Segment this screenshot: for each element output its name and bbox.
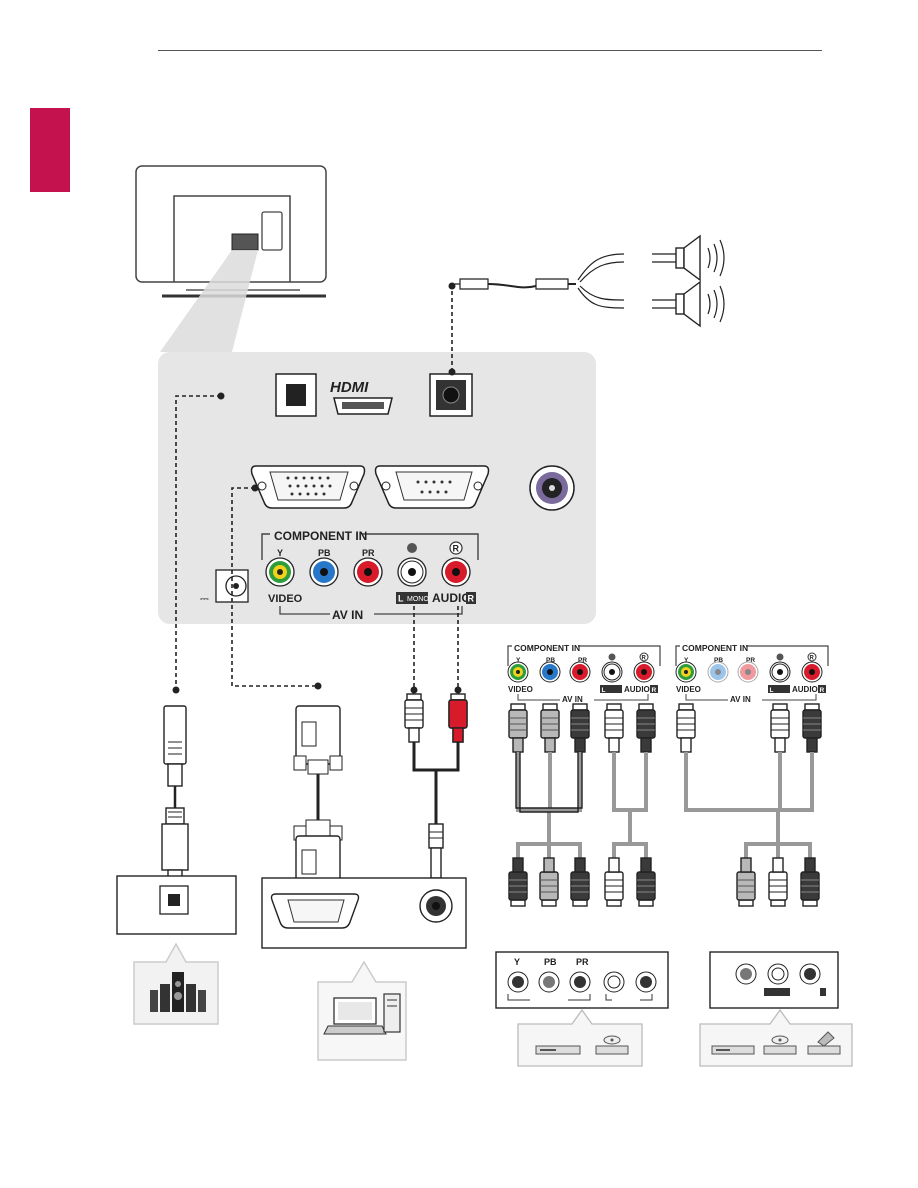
- language-tab-marker: [30, 108, 70, 192]
- dvd-jacks-1: [507, 971, 657, 1001]
- jack-pr: [353, 557, 383, 587]
- rs232-port: [374, 465, 490, 509]
- dvd-jacks-2: [735, 963, 826, 996]
- mini-r-badge: R: [642, 656, 647, 662]
- tv-input-panel: HDMI: [158, 352, 596, 624]
- dvd-y-label: Y: [514, 957, 520, 967]
- jack-audio-r: [441, 557, 471, 587]
- mono-label: MONO: [407, 596, 429, 603]
- antenna-port: [529, 465, 575, 511]
- mini2-y-label: Y: [684, 657, 689, 664]
- component-pb-label: PB: [318, 548, 331, 558]
- mini-pb-label: PB: [546, 657, 555, 664]
- pc-callout: [317, 960, 407, 1061]
- rgb-in-port: [250, 465, 366, 509]
- dvd-callout-2: [699, 1008, 853, 1067]
- mini2-pr-label: PR: [746, 657, 755, 664]
- dvd-callout-1: [517, 1008, 643, 1067]
- dvd-player-icon: [535, 1035, 629, 1055]
- dvd-pr-label: PR: [576, 957, 589, 967]
- speaker-icon: [652, 234, 725, 282]
- video-label: VIDEO: [268, 593, 303, 605]
- mini2-pb-label: PB: [714, 657, 723, 664]
- mini-y-label: Y: [516, 657, 521, 664]
- pc-rgb-port: [270, 893, 360, 929]
- component-pr-label: PR: [362, 548, 375, 558]
- header-rule: [158, 50, 822, 51]
- component-in-label: COMPONENT IN: [274, 529, 367, 543]
- av-in-label: AV IN: [332, 608, 363, 622]
- vcr-icon: [711, 1031, 841, 1055]
- jack-audio-l: [397, 557, 427, 587]
- component-cables: [508, 703, 656, 907]
- r-badge-top: R: [453, 544, 460, 554]
- dc-symbol: ⎓: [200, 593, 209, 605]
- component-y-label: Y: [277, 548, 283, 558]
- home-theater-callout: [133, 942, 219, 1025]
- connection-lines: [175, 286, 459, 690]
- pc-audio-port: [419, 889, 453, 923]
- jack-pb: [309, 557, 339, 587]
- audio-mini-cable: [404, 693, 468, 879]
- mini-l-badge: L: [602, 687, 606, 694]
- optical-cable: [161, 705, 189, 889]
- audio-l-dot-icon: [407, 543, 417, 553]
- mini-panel-component: COMPONENT IN Y PB PR R VIDEO AV IN L AUD…: [507, 643, 661, 704]
- l-badge: L: [398, 594, 404, 604]
- mini-video-label: VIDEO: [508, 685, 533, 694]
- mini-panel-av: COMPONENT IN Y PB PR R VIDEO AV IN L AUD…: [675, 643, 829, 704]
- mini-component-in-label: COMPONENT IN: [514, 643, 580, 653]
- hdmi-logo: HDMI: [330, 379, 369, 396]
- jack-video-y: [265, 557, 295, 587]
- mini2-component-in-label: COMPONENT IN: [682, 643, 748, 653]
- zoom-callout: [160, 250, 258, 352]
- mini2-r-badge2: R: [820, 687, 825, 694]
- mini2-audio-label: AUDIO: [792, 685, 818, 694]
- audio-out-cable: [452, 253, 625, 309]
- pc-icon: [323, 993, 401, 1035]
- dvd-pb-label: PB: [544, 957, 557, 967]
- rgb-cable: [293, 705, 343, 889]
- mini2-r-badge: R: [810, 656, 815, 662]
- audio-label: AUDIO: [432, 591, 471, 605]
- av-cables: [676, 703, 822, 907]
- mini-pr-label: PR: [578, 657, 587, 664]
- mini2-video-label: VIDEO: [676, 685, 701, 694]
- mini2-l-badge: L: [770, 687, 774, 694]
- mini-r-badge2: R: [652, 687, 657, 694]
- speaker-icon: [652, 280, 725, 328]
- home-theater-icon: [150, 972, 206, 1012]
- mini-audio-label: AUDIO: [624, 685, 650, 694]
- r-badge-bottom: R: [468, 594, 475, 604]
- mini2-av-in-label: AV IN: [730, 695, 751, 704]
- mini-av-in-label: AV IN: [562, 695, 583, 704]
